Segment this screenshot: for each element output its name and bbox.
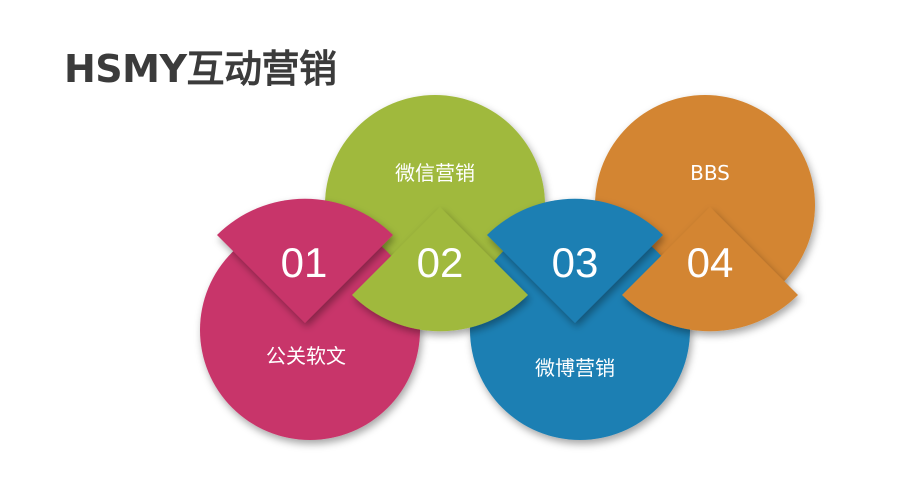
circle-01 <box>200 220 420 440</box>
number-04: 04 <box>687 239 734 286</box>
number-02: 02 <box>417 239 464 286</box>
label-02: 微信营销 <box>395 161 475 185</box>
wedge-02 <box>352 207 528 332</box>
wedge-03 <box>487 198 663 323</box>
page-title: HSMY互动营销 <box>64 47 337 91</box>
wedge-04 <box>622 207 798 332</box>
number-01: 01 <box>281 239 328 286</box>
wedge-01 <box>217 198 393 323</box>
circle-03 <box>470 220 690 440</box>
label-03: 微博营销 <box>535 356 615 380</box>
label-01: 公关软文 <box>266 344 346 368</box>
label-04: BBS <box>690 161 730 185</box>
number-03: 03 <box>552 239 599 286</box>
